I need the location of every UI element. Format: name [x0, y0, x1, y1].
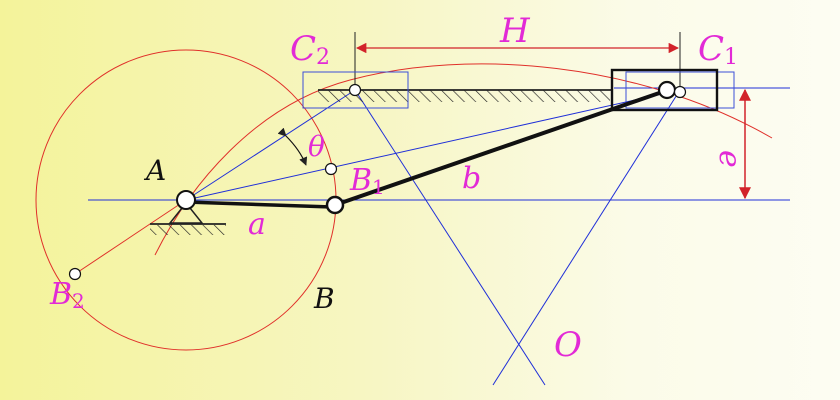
label-e: e — [712, 150, 747, 168]
label-a: a — [248, 207, 266, 242]
label-H: H — [499, 11, 531, 51]
label-theta: θ — [308, 130, 325, 163]
joint-C1 — [657, 80, 677, 100]
label-B2-sub: 2 — [72, 289, 85, 313]
joint-A — [176, 190, 196, 210]
slider-block-C1-outline — [625, 71, 735, 109]
label-C2-base: C — [290, 29, 316, 69]
label-C1: C1 — [698, 29, 738, 70]
theta-angle-arc — [277, 127, 308, 166]
line-C1-O — [492, 89, 681, 386]
label-C2: C2 — [290, 29, 330, 70]
slider-block-C1 — [610, 68, 719, 112]
coupler-link-b — [334, 88, 669, 207]
label-A: A — [143, 154, 166, 187]
label-B1: B1 — [349, 163, 385, 199]
line-B2-A — [74, 199, 187, 275]
line-A-C1 — [185, 89, 681, 201]
joint-C1-alt — [673, 85, 687, 99]
label-B2: B2 — [49, 277, 85, 313]
joint-B1 — [324, 162, 338, 176]
label-B: B — [313, 282, 335, 315]
pivot-A-ground-hatch — [150, 225, 226, 235]
label-B2-base: B — [49, 277, 72, 312]
joint-B — [325, 195, 345, 215]
line-C2-O — [354, 89, 546, 386]
label-C1-sub: 1 — [724, 45, 738, 70]
joint-C2 — [348, 83, 362, 97]
label-B1-sub: 1 — [372, 175, 385, 199]
label-C2-sub: 2 — [316, 45, 330, 70]
label-C1-base: C — [698, 29, 724, 69]
pivot-A-support — [168, 201, 204, 224]
extreme-position-arc — [154, 63, 773, 256]
label-O: O — [554, 325, 582, 365]
slider-block-C2 — [302, 71, 409, 109]
label-B1-base: B — [349, 163, 372, 198]
slider-track-ground-hatch — [318, 90, 610, 102]
label-b: b — [462, 161, 481, 196]
line-A-C2 — [185, 89, 356, 201]
crank-link-a — [185, 200, 333, 209]
joint-B2 — [68, 267, 82, 281]
